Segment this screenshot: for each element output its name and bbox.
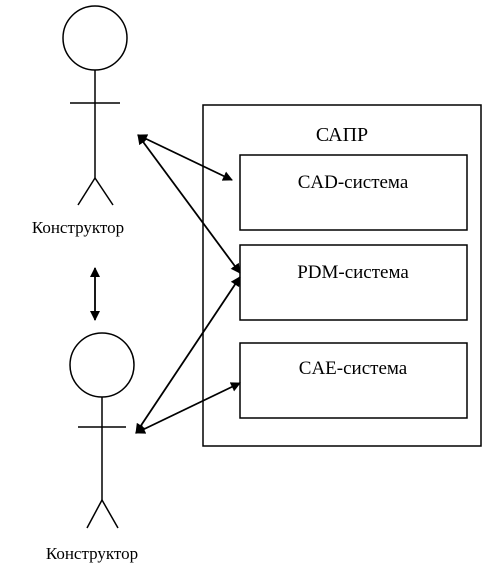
arrow-designer-to-pdm [137, 134, 241, 274]
actor-label: Конструктор [32, 218, 124, 237]
actor-right-leg [101, 499, 119, 529]
arrow-designer2-to-pdm [135, 276, 241, 434]
actor-designer-bottom: Конструктор [46, 332, 138, 563]
module-pdm: PDM-система [239, 244, 468, 321]
arrow-designer-to-cad [137, 134, 233, 181]
actor-left-leg [86, 499, 103, 529]
actor-left-leg [77, 177, 96, 206]
actor-designer-top: Конструктор [32, 5, 128, 237]
system-frame [202, 104, 482, 447]
module-box [239, 342, 468, 419]
module-label: CAD-система [298, 172, 409, 193]
actor-label: Конструктор [46, 544, 138, 563]
module-label: PDM-система [297, 262, 409, 283]
system-title: САПР [316, 124, 368, 146]
module-label: CAE-система [299, 358, 408, 379]
module-box [239, 244, 468, 321]
module-cae: CAE-система [239, 342, 468, 419]
actor-head [69, 332, 135, 398]
system-boundary: САПР CAD-система PDM-система CAE-система [202, 104, 482, 447]
module-box [239, 154, 468, 231]
actor-right-leg [94, 177, 114, 206]
actor-head [62, 5, 128, 71]
module-cad: CAD-система [239, 154, 468, 231]
arrow-designer2-to-cae [135, 382, 241, 434]
connections [90, 134, 241, 434]
